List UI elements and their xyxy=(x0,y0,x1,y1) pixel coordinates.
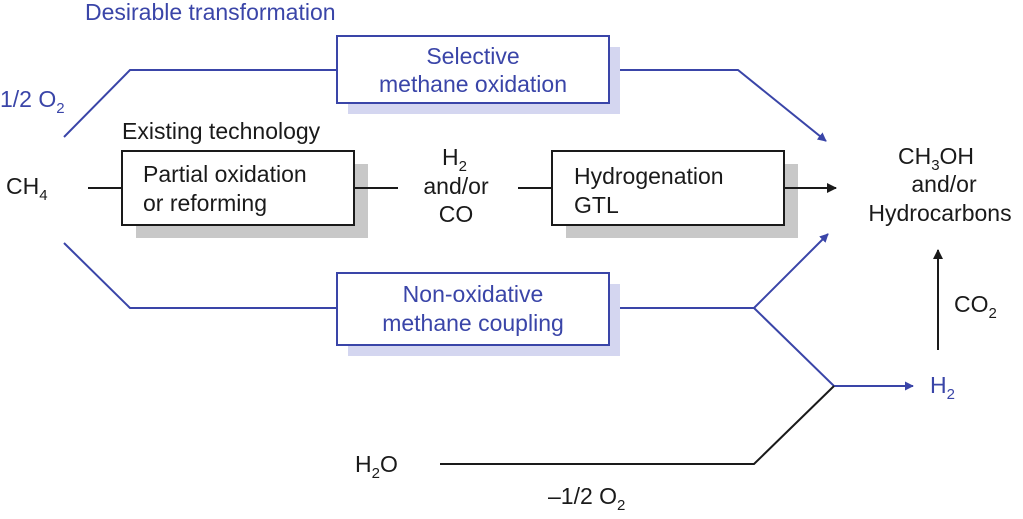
coupling-to-h2-arrow xyxy=(753,307,914,391)
co2-label: CO2 xyxy=(954,291,997,322)
nonoxidative-box-line1: Non-oxidative xyxy=(403,281,544,307)
hydrogenation-box-line2: GTL xyxy=(574,192,619,218)
ch4-label: CH4 xyxy=(6,173,48,204)
intermediate-andor-label: and/or xyxy=(423,173,489,199)
selective-oxidation-box xyxy=(336,35,610,104)
existing-technology-label: Existing technology xyxy=(122,118,321,144)
desirable-transformation-label: Desirable transformation xyxy=(85,0,336,25)
selective-box-line2: methane oxidation xyxy=(379,71,567,97)
h2o-label: H2O xyxy=(355,451,398,482)
intermediate-h2-label: H2 xyxy=(442,144,467,175)
half-o2-label: 1/2 O2 xyxy=(0,86,65,117)
product-hydrocarbons-label: Hydrocarbons xyxy=(868,200,1011,226)
coupling-route-in-line xyxy=(63,242,337,309)
nonoxidative-box-line2: methane coupling xyxy=(382,310,564,336)
product-ch3oh-label: CH3OH xyxy=(898,143,974,174)
water-route-line xyxy=(440,385,835,465)
nonoxidative-coupling-box xyxy=(336,272,610,346)
selective-box-line1: Selective xyxy=(426,43,519,69)
product-andor-label: and/or xyxy=(911,171,977,197)
intermediate-co-label: CO xyxy=(439,201,474,227)
coupling-to-products-arrow xyxy=(610,233,829,309)
selective-route-out-arrow xyxy=(610,69,827,142)
h2-output-label: H2 xyxy=(930,372,955,403)
partial-oxidation-box xyxy=(121,150,355,226)
hydrogenation-box-line1: Hydrogenation xyxy=(574,163,724,189)
hydrogenation-box xyxy=(551,150,785,226)
partial-box-line1: Partial oxidation xyxy=(143,161,307,187)
selective-route-in-line xyxy=(63,69,337,138)
partial-box-line2: or reforming xyxy=(143,190,267,216)
minus-half-o2-label: –1/2 O2 xyxy=(548,483,625,514)
